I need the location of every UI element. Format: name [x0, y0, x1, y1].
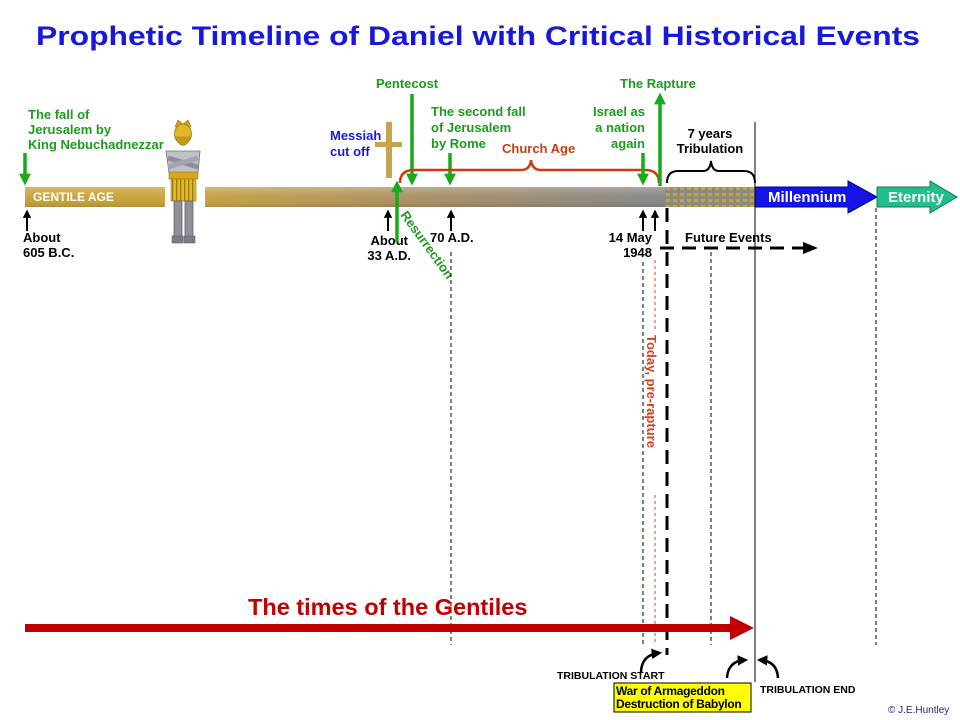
statue-illustration: [165, 119, 201, 244]
tribulation-brace: [666, 160, 756, 184]
millennium-label: Millennium: [768, 189, 846, 206]
fall-of-jerusalem-line-2: Jerusalem by: [28, 122, 112, 137]
tribulation-end-curved-arrow: [756, 655, 780, 679]
church-age-brace: [398, 159, 661, 184]
messiah-label-line-1: Messiah: [330, 128, 381, 143]
may-1948-line-2: 1948: [623, 245, 652, 260]
page-title: Prophetic Timeline of Daniel with Critic…: [36, 21, 920, 51]
eternity-arrow: [876, 180, 958, 214]
bc-605-line-1: About: [23, 230, 61, 245]
future-events-label: Future Events: [685, 230, 772, 245]
fall-of-jerusalem-line-3: King Nebuchadnezzar: [28, 137, 164, 152]
ad-70-label: 70 A.D.: [430, 230, 474, 245]
tribulation-segment: [665, 187, 755, 207]
church-age-label: Church Age: [502, 141, 575, 156]
bc-605-line-2: 605 B.C.: [23, 245, 74, 260]
copyright: © J.E.Huntley: [888, 705, 949, 716]
gentile-age-label: GENTILE AGE: [33, 190, 114, 204]
israel-line-3: again: [611, 136, 645, 151]
future-events-arrowhead: [803, 242, 818, 254]
armageddon-line-2: Destruction of Babylon: [616, 697, 741, 711]
timeline-bar: GENTILE AGE Millennium Eternity: [25, 180, 958, 214]
eternity-label: Eternity: [888, 189, 945, 206]
times-of-gentiles-arrow: [25, 616, 754, 640]
ad-33-line-1: About: [370, 233, 408, 248]
may-1948-line-1: 14 May: [609, 230, 653, 245]
rapture-label: The Rapture: [620, 76, 696, 91]
tribulation-end-label: TRIBULATION END: [760, 684, 856, 696]
israel-line-1: Israel as: [593, 104, 645, 119]
today-label: Today, pre-rapture: [644, 335, 659, 448]
times-of-gentiles-label: The times of the Gentiles: [248, 594, 527, 620]
cross-icon: [375, 122, 402, 178]
armageddon-box: [613, 682, 752, 713]
tribulation-label-line-1: 7 years: [688, 126, 733, 141]
tribulation-start-curved-arrow: [639, 648, 663, 674]
armageddon-curved-arrow: [725, 655, 749, 679]
tribulation-start-label: TRIBULATION START: [557, 670, 665, 682]
israel-line-2: a nation: [595, 120, 645, 135]
pentecost-label: Pentecost: [376, 76, 439, 91]
fall-of-jerusalem-line-1: The fall of: [28, 107, 90, 122]
ad-33-line-2: 33 A.D.: [367, 248, 411, 263]
second-fall-line-3: by Rome: [431, 136, 486, 151]
millennium-arrow: [754, 180, 879, 214]
tribulation-label-line-2: Tribulation: [677, 141, 744, 156]
armageddon-line-1: War of Armageddon: [616, 684, 725, 698]
second-fall-line-1: The second fall: [431, 104, 526, 119]
messiah-label-line-2: cut off: [330, 144, 370, 159]
second-fall-line-2: of Jerusalem: [431, 120, 511, 135]
